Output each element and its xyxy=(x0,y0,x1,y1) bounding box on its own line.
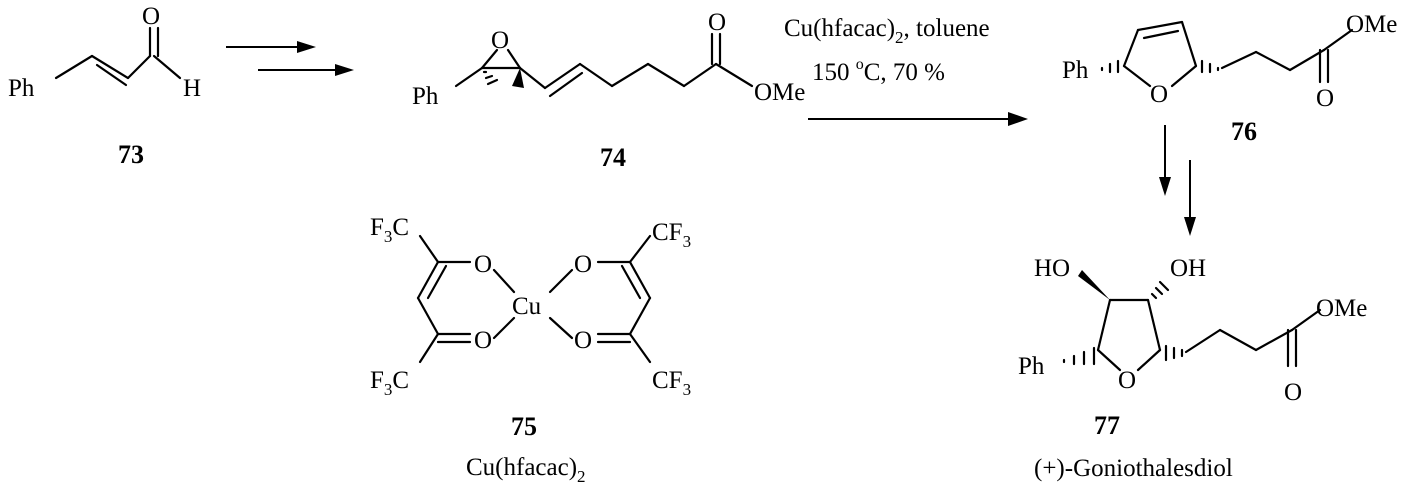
atom-o: O xyxy=(574,327,592,354)
hashed-wedge xyxy=(1100,59,1120,74)
atom-o-carbonyl: O xyxy=(1284,379,1302,406)
hashed-wedge xyxy=(482,70,499,86)
atom-h: H xyxy=(183,75,201,102)
arrow-76-to-77 xyxy=(1159,125,1196,236)
reagent-line: Cu(hfacac)2, toluene xyxy=(784,15,990,47)
hashed-wedge xyxy=(1164,344,1184,362)
compound-73: Ph O H 73 xyxy=(8,3,201,169)
atom-o: O xyxy=(474,327,492,354)
compound-number-77: 77 xyxy=(1094,411,1120,440)
compound-number-76: 76 xyxy=(1231,117,1257,146)
atom-ho: HO xyxy=(1034,255,1070,282)
arrow-73-to-74 xyxy=(226,41,354,76)
atom-cu: Cu xyxy=(512,293,542,320)
atom-ph: Ph xyxy=(1018,353,1045,380)
reaction-conditions: Cu(hfacac)2, toluene 150 oC, 70 % xyxy=(784,15,990,86)
compound-77: HO OH O Ph OMe xyxy=(1018,255,1367,482)
bold-wedge xyxy=(1078,270,1110,300)
atom-cf3: F3C xyxy=(370,367,409,399)
hashed-wedge xyxy=(1150,280,1170,300)
compound-number-74: 74 xyxy=(600,143,626,172)
atom-ome: OMe xyxy=(1346,11,1397,38)
atom-ome: OMe xyxy=(754,79,805,106)
atom-ph: Ph xyxy=(8,75,35,102)
atom-o-ring: O xyxy=(1150,81,1168,108)
atom-ome: OMe xyxy=(1316,295,1367,322)
atom-cf3: CF3 xyxy=(652,219,691,251)
hashed-wedge xyxy=(1200,59,1220,74)
compound-number-73: 73 xyxy=(118,140,144,169)
atom-ph: Ph xyxy=(1062,57,1089,84)
atom-oh: OH xyxy=(1170,255,1206,282)
atom-cf3: F3C xyxy=(370,214,409,246)
atom-o-ring: O xyxy=(1118,367,1136,394)
hashed-wedge xyxy=(1062,346,1096,366)
atom-o: O xyxy=(574,251,592,278)
atom-o-carbonyl: O xyxy=(708,9,726,36)
bold-wedge xyxy=(512,68,524,88)
compound-name-75: Cu(hfacac)2 xyxy=(466,454,586,486)
atom-o-carbonyl: O xyxy=(1316,85,1334,112)
compound-74: Ph O O OMe 74 xyxy=(412,9,805,172)
atom-o-epoxide: O xyxy=(491,27,509,54)
atom-ph: Ph xyxy=(412,83,439,110)
temperature-yield: 150 oC, 70 % xyxy=(812,56,945,86)
compound-76: Ph O OMe O 76 xyxy=(1062,11,1397,146)
compound-number-75: 75 xyxy=(511,412,537,441)
compound-75: F3C F3C O O Cu O O CF3 CF3 75 Cu(hfacac)… xyxy=(370,214,691,486)
atom-cf3: CF3 xyxy=(652,367,691,399)
arrow-74-to-76 xyxy=(808,112,1028,126)
atom-o: O xyxy=(142,3,160,30)
compound-name-77: (+)-Goniothalesdiol xyxy=(1034,455,1233,482)
atom-o: O xyxy=(474,251,492,278)
